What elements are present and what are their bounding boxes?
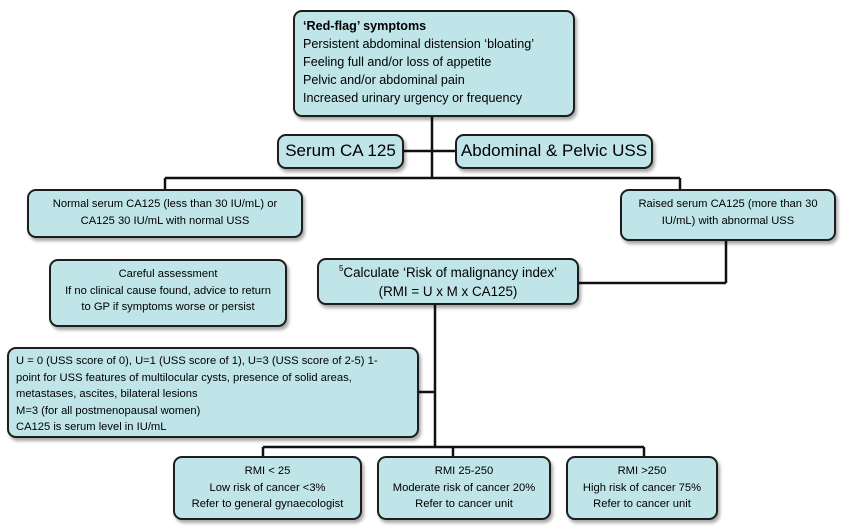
abdominal-pelvic-uss-box: Abdominal & Pelvic USS (455, 134, 653, 169)
definition-line: CA125 is serum level in IU/mL (16, 421, 167, 433)
raised-ca125-line: Raised serum CA125 (more than 30 (638, 198, 818, 210)
outcome-referral: Refer to cancer unit (593, 498, 691, 510)
careful-assessment-line: If no clinical cause found, advice to re… (65, 284, 271, 297)
serum-ca125-box: Serum CA 125 (277, 134, 404, 169)
definition-line: U = 0 (USS score of 0), U=1 (USS score o… (16, 355, 378, 367)
definition-line: point for USS features of multilocular c… (16, 371, 352, 384)
outcome-risk: High risk of cancer 75% (582, 481, 702, 494)
definition-line: M=3 (for all postmenopausal women) (16, 404, 201, 417)
careful-assessment-line: Careful assessment (118, 268, 218, 280)
abdominal-pelvic-uss-label: Abdominal & Pelvic USS (460, 141, 648, 160)
red-flag-line: Feeling full and/or loss of appetite (303, 55, 492, 69)
outcome-rmi: RMI >250 (617, 465, 667, 477)
red-flag-symptoms-box: ‘Red-flag’ symptoms Persistent abdominal… (293, 10, 575, 117)
normal-ca125-line: CA125 30 IU/mL with normal USS (80, 214, 250, 227)
outcome-rmi: RMI < 25 (244, 465, 291, 477)
outcome-moderate-risk-box: RMI 25-250 Moderate risk of cancer 20% R… (377, 456, 551, 520)
serum-ca125-label: Serum CA 125 (285, 141, 396, 160)
red-flag-line: Increased urinary urgency or frequency (303, 91, 523, 105)
rmi-definitions-box: U = 0 (USS score of 0), U=1 (USS score o… (7, 347, 419, 438)
outcome-low-risk-box: RMI < 25 Low risk of cancer <3% Refer to… (173, 456, 362, 520)
outcome-risk: Low risk of cancer <3% (209, 481, 326, 494)
careful-assessment-box: Careful assessment If no clinical cause … (49, 259, 287, 327)
rmi-calculation-box: 5Calculate ‘Risk of malignancy index’ (R… (317, 258, 579, 305)
outcome-high-risk-box: RMI >250 High risk of cancer 75% Refer t… (566, 456, 718, 520)
rmi-formula: (RMI = U x M x CA125) (378, 284, 518, 299)
red-flag-line: Persistent abdominal distension ‘bloatin… (303, 37, 535, 51)
outcome-rmi: RMI 25-250 (434, 465, 494, 477)
raised-ca125-line: IU/mL) with abnormal USS (661, 214, 795, 227)
normal-ca125-line: Normal serum CA125 (less than 30 IU/mL) … (52, 198, 278, 210)
normal-ca125-box: Normal serum CA125 (less than 30 IU/mL) … (27, 189, 303, 238)
red-flag-title: ‘Red-flag’ symptoms (303, 19, 427, 33)
outcome-risk: Moderate risk of cancer 20% (392, 481, 536, 494)
outcome-referral: Refer to general gynaecologist (191, 498, 344, 510)
outcome-referral: Refer to cancer unit (415, 498, 513, 510)
reference-superscript: 5 (338, 264, 344, 273)
definition-line: metastases, ascites, bilateral lesions (16, 388, 198, 400)
careful-assessment-line: to GP if symptoms worse or persist (81, 301, 255, 313)
rmi-calculation-text: Calculate ‘Risk of malignancy index’ (343, 265, 558, 280)
raised-ca125-box: Raised serum CA125 (more than 30 IU/mL) … (620, 189, 836, 241)
red-flag-line: Pelvic and/or abdominal pain (303, 73, 465, 87)
rmi-calculation-line-1: 5Calculate ‘Risk of malignancy index’ (319, 263, 577, 282)
